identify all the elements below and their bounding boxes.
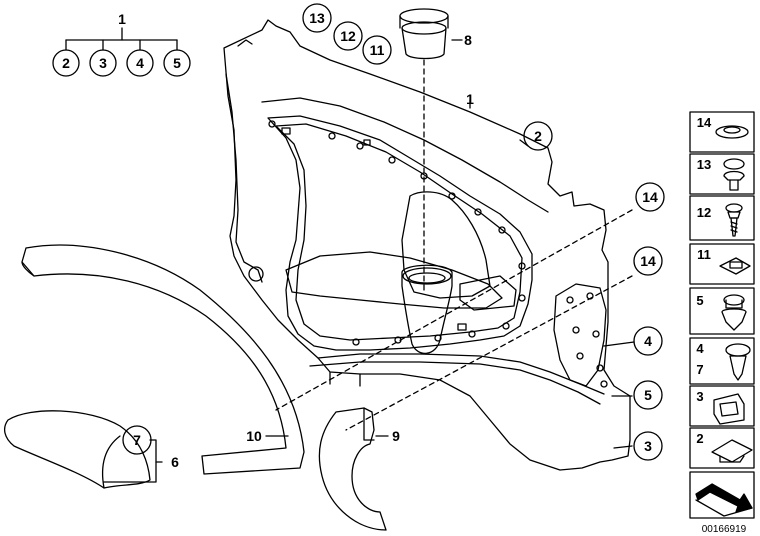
spring-nut-icon [713, 393, 745, 425]
callout-label-13: 13 [309, 10, 325, 26]
callout-circle-12 [333, 21, 363, 51]
shell-part [3, 410, 163, 489]
panel-label-4: 4 [696, 341, 704, 356]
callout-label-12: 12 [340, 28, 356, 44]
callout-label-9: 9 [392, 428, 400, 444]
callout-circle-5 [633, 380, 663, 410]
trim-panel [223, 19, 631, 471]
reference-lines [275, 59, 633, 431]
callout-label-10: 10 [246, 428, 262, 444]
spreading-rivet-icon [725, 343, 751, 381]
header-child-label-2: 2 [62, 55, 70, 71]
callout-label-5: 5 [644, 387, 652, 403]
expansion-rivet-icon [723, 158, 745, 191]
arrow-corner-icon [695, 483, 753, 517]
callout-circle-3 [89, 49, 117, 77]
callout-circle-3 [633, 431, 663, 461]
callout-label-7: 7 [133, 432, 141, 448]
callout-label-14b: 14 [640, 253, 656, 269]
callout-circle-11 [362, 35, 392, 65]
labels: 1 2 3 4 5 13 12 11 8 1 2 14 14 4 5 3 7 6… [62, 10, 747, 535]
panel-label-3: 3 [696, 389, 703, 404]
callout-circle-4 [633, 326, 663, 356]
callout-circle-14a [635, 182, 665, 212]
cap-part [399, 8, 463, 60]
header-title-label: 1 [118, 11, 126, 27]
square-clip-nut-icon [719, 257, 751, 275]
diagram-id: 00166919 [702, 524, 747, 535]
callout-label-3: 3 [644, 438, 652, 454]
panel-label-5: 5 [696, 293, 703, 308]
callout-circle-5 [163, 49, 191, 77]
callout-circle-14b [633, 246, 663, 276]
callout-label-2: 2 [534, 128, 542, 144]
callout-label-8: 8 [464, 32, 472, 48]
header-child-label-4: 4 [136, 55, 144, 71]
callout-circle-4 [126, 49, 154, 77]
header-child-label-5: 5 [173, 55, 181, 71]
callout-label-6: 6 [171, 454, 179, 470]
sill-trim-part [318, 407, 389, 531]
callout-circle-2 [523, 121, 553, 151]
header-tree [52, 27, 191, 77]
callout-label-11: 11 [370, 42, 385, 58]
panel-label-13: 13 [697, 157, 711, 172]
callout-circle-13 [302, 3, 332, 33]
trim-clip-cap-icon [715, 125, 749, 139]
panel-label-2: 2 [696, 431, 703, 446]
screw-icon [725, 203, 743, 237]
callout-circle-7 [122, 425, 152, 455]
sheet-metal-clip-icon [711, 439, 753, 463]
panel-label-12: 12 [697, 205, 711, 220]
panel-label-14: 14 [697, 115, 712, 130]
wheel-arch-trim [21, 244, 305, 475]
panel-label-7: 7 [696, 362, 703, 377]
callout-label-14a: 14 [642, 189, 658, 205]
header-child-label-3: 3 [99, 55, 107, 71]
callout-circles [122, 3, 665, 461]
callout-circle-2 [52, 49, 80, 77]
fastener-panel [689, 111, 755, 519]
push-clip-icon [721, 294, 747, 331]
panel-label-11: 11 [697, 247, 711, 262]
callout-label-1: 1 [466, 91, 474, 107]
callout-label-4: 4 [644, 333, 652, 349]
